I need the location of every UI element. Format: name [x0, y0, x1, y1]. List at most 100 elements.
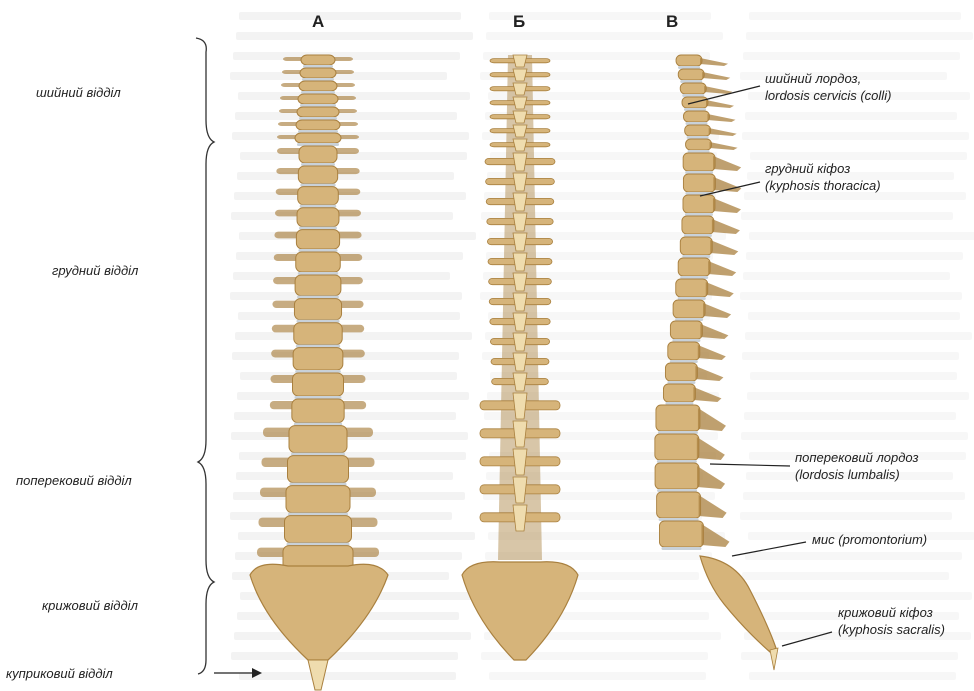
pointer-coccyx-arrowhead	[252, 668, 262, 678]
label-thoracic-kyphosis-lat: (kyphosis thoracica)	[765, 177, 881, 194]
vertebral-body	[299, 81, 337, 91]
vertebral-body	[656, 405, 700, 431]
vertebral-body	[298, 166, 337, 184]
panel-letter-c: В	[666, 12, 678, 32]
label-lumbar-region: поперековий відділ	[16, 472, 132, 489]
spinous-process	[700, 324, 728, 339]
label-lumbar-lordosis-ua: поперековий лордоз	[795, 449, 919, 466]
vertebral-body	[668, 342, 700, 360]
label-sacral-region: крижовий відділ	[42, 597, 138, 614]
vertebral-body	[296, 230, 339, 249]
sacrum	[700, 556, 776, 652]
vertebral-body	[685, 125, 711, 136]
sacrum	[250, 564, 388, 660]
region-brace	[196, 38, 214, 674]
vertebral-body	[659, 521, 703, 547]
vertebral-body	[295, 133, 341, 143]
vertebral-body	[294, 323, 342, 345]
label-cervical-region: шийний відділ	[36, 84, 121, 101]
vertebral-body	[663, 384, 695, 402]
spinous-process	[698, 345, 726, 360]
vertebral-body	[301, 55, 335, 65]
vertebral-body	[655, 434, 699, 460]
vertebral-body	[678, 258, 710, 276]
spine-lateral-view	[655, 55, 778, 670]
label-lumbar-lordosis-lat: (lordosis lumbalis)	[795, 466, 919, 483]
panel-letter-b: Б	[513, 12, 525, 32]
vertebral-body	[680, 237, 712, 255]
spinous-process	[702, 72, 730, 80]
vertebral-body	[297, 208, 339, 227]
vertebral-body	[293, 348, 343, 370]
spinous-process	[698, 408, 726, 431]
vertebral-body	[298, 187, 339, 205]
spinous-process	[706, 282, 734, 297]
vertebral-body	[657, 492, 701, 518]
intervertebral-disc	[661, 547, 701, 550]
spinous-process	[713, 156, 741, 171]
vertebral-body	[297, 107, 339, 117]
vertebral-body	[665, 363, 697, 381]
spinous-process	[693, 387, 721, 402]
spine-anterior-view	[250, 55, 388, 690]
label-coccygeal-region: куприковий відділ	[6, 665, 113, 682]
vertebral-body	[296, 252, 341, 272]
label-cervical-lordosis-lat: lordosis cervicis (colli)	[765, 87, 891, 104]
vertebral-body	[295, 275, 341, 296]
label-cervical-lordosis-ua: шийний лордоз,	[765, 70, 891, 87]
vertebral-body	[296, 120, 340, 130]
vertebral-body	[286, 486, 350, 513]
vertebral-body	[678, 69, 704, 80]
vertebral-body	[670, 321, 702, 339]
spinous-process	[707, 114, 735, 122]
label-sacral-kyphosis: крижовий кіфоз (kyphosis sacralis)	[838, 604, 945, 638]
panel-letter-a: А	[312, 12, 324, 32]
vertebral-body	[676, 279, 708, 297]
spinous-process	[708, 261, 736, 276]
label-thoracic-kyphosis-ua: грудний кіфоз	[765, 160, 881, 177]
vertebral-body	[683, 111, 709, 122]
pointer-sacral-kyphosis	[782, 632, 832, 646]
label-cervical-lordosis: шийний лордоз, lordosis cervicis (colli)	[765, 70, 891, 104]
label-thoracic-region: грудний відділ	[52, 262, 138, 279]
label-lumbar-lordosis: поперековий лордоз (lordosis lumbalis)	[795, 449, 919, 483]
coccyx	[770, 648, 778, 670]
sacrum	[462, 562, 578, 660]
spinous-process	[713, 198, 741, 213]
label-sacral-kyphosis-lat: (kyphosis sacralis)	[838, 621, 945, 638]
spinous-process	[701, 524, 729, 547]
spine-posterior-view	[462, 55, 578, 660]
label-promontory: мис (promontorium)	[812, 531, 927, 548]
vertebral-body	[680, 83, 706, 94]
vertebral-body	[683, 174, 715, 192]
spinous-process	[704, 86, 732, 94]
vertebral-body	[294, 299, 341, 320]
spinous-process	[709, 128, 737, 136]
vertebral-body	[683, 153, 715, 171]
spinous-process	[710, 142, 738, 150]
vertebral-body	[299, 146, 337, 163]
vertebral-body	[686, 139, 712, 150]
vertebral-body	[300, 68, 336, 78]
label-thoracic-kyphosis: грудний кіфоз (kyphosis thoracica)	[765, 160, 881, 194]
vertebral-body	[292, 399, 344, 423]
vertebral-body	[288, 456, 349, 483]
spinous-process	[712, 219, 740, 234]
vertebral-body	[673, 300, 705, 318]
vertebral-body	[676, 55, 702, 66]
pointer-promontory	[732, 542, 806, 556]
spinous-process	[697, 437, 725, 460]
spinous-process	[703, 303, 731, 318]
vertebral-body	[289, 426, 347, 453]
vertebral-body	[298, 94, 338, 104]
spinous-process	[695, 366, 723, 381]
vertebral-body	[682, 216, 714, 234]
spinous-process	[700, 58, 728, 66]
spinous-process	[699, 495, 727, 518]
vertebral-body	[655, 463, 699, 489]
spinous-process	[697, 466, 725, 489]
vertebral-body	[285, 516, 352, 543]
spinous-process	[706, 100, 734, 108]
spinous-process	[710, 240, 738, 255]
